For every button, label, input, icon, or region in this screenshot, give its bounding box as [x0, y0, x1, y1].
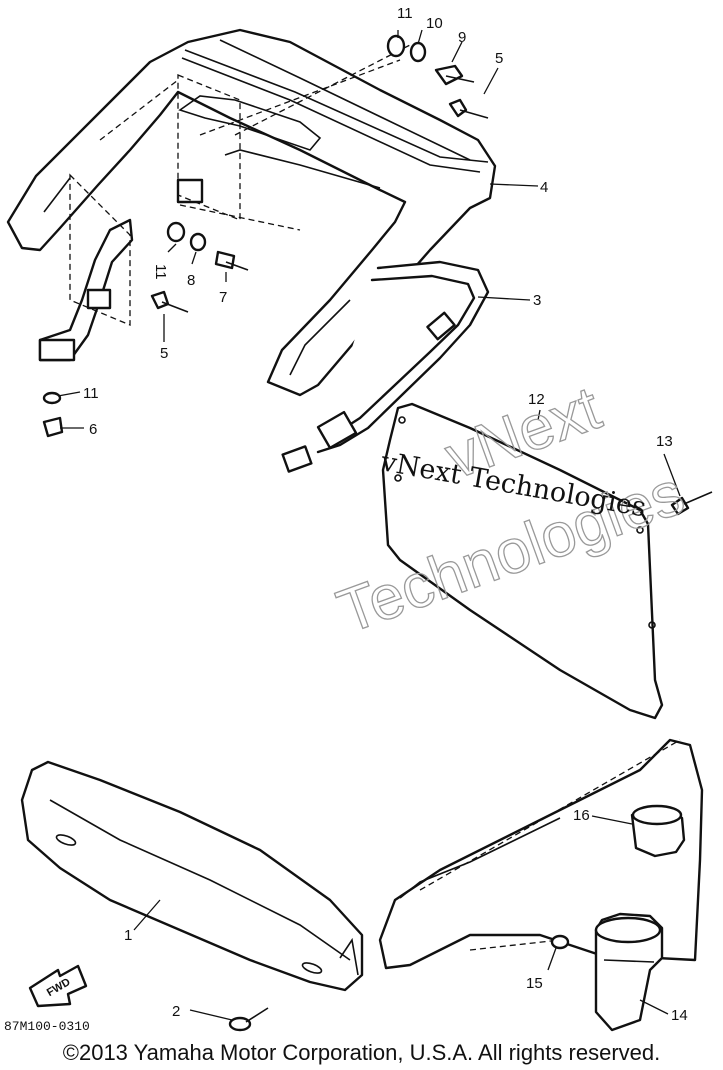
callout: 11: [83, 385, 99, 402]
lower-rail: [20, 760, 364, 992]
callout: 11: [152, 264, 169, 280]
callout: 10: [426, 15, 443, 32]
callout: 16: [573, 807, 590, 824]
callout: 11: [397, 5, 413, 22]
callout: 12: [528, 391, 545, 408]
callout: 5: [160, 345, 168, 362]
callout: 4: [540, 179, 548, 196]
bolt: [228, 1007, 269, 1032]
callout: 13: [656, 433, 673, 450]
diagram-code: 87M100-0310: [4, 1019, 90, 1034]
left-bracket: [38, 178, 204, 362]
exploded-lines: [69, 44, 411, 326]
lower-right-frame: [378, 738, 704, 970]
leader-lines: [57, 29, 681, 1021]
strap: [281, 260, 490, 473]
callout: 7: [219, 289, 227, 306]
filler-neck: [550, 804, 686, 1032]
callouts: 11 10 9 5 4 3 11 8 7 5 11 6 12 13 16 1 1…: [83, 5, 688, 1024]
copyright-notice: ©2013 Yamaha Motor Corporation, U.S.A. A…: [62, 1040, 661, 1065]
handle-inner-loop: [178, 95, 322, 151]
callout: 5: [495, 50, 503, 67]
callout: 14: [671, 1007, 688, 1024]
callout: 3: [533, 292, 541, 309]
callout: 2: [172, 1003, 180, 1020]
callout: 8: [187, 272, 195, 289]
fwd-arrow-icon: FWD: [28, 964, 88, 1008]
callout: 9: [458, 29, 466, 46]
callout: 6: [89, 421, 97, 438]
callout: 1: [124, 927, 132, 944]
panel: [381, 402, 664, 720]
callout: 15: [526, 975, 543, 992]
